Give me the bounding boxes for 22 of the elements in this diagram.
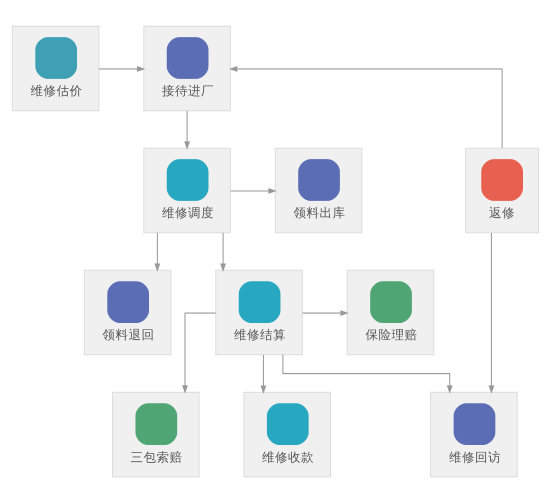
arrow [230,188,277,194]
arrow [220,232,226,272]
arrow [182,312,216,394]
arrow [302,310,349,316]
arrow [184,110,190,150]
node-box: 三包索赔 [112,391,200,477]
arrow [99,66,146,72]
arrow [228,66,503,148]
node-box: 维修结算 [215,269,303,355]
node-box: 维修估价 [12,25,100,111]
node-box: 接待进厂 [143,25,231,111]
arrow [488,232,494,394]
arrow [260,354,266,394]
node-box: 返修 [465,147,540,233]
node-box: 维修调度 [143,147,231,233]
node-box: 保险理赔 [346,269,434,355]
node-box: 领料出库 [274,147,362,233]
arrow [154,232,160,272]
node-box: 维修收款 [243,391,332,477]
node-box: 领料退回 [84,269,172,355]
node-box: 维修回访 [430,391,518,477]
arrow [282,354,453,394]
